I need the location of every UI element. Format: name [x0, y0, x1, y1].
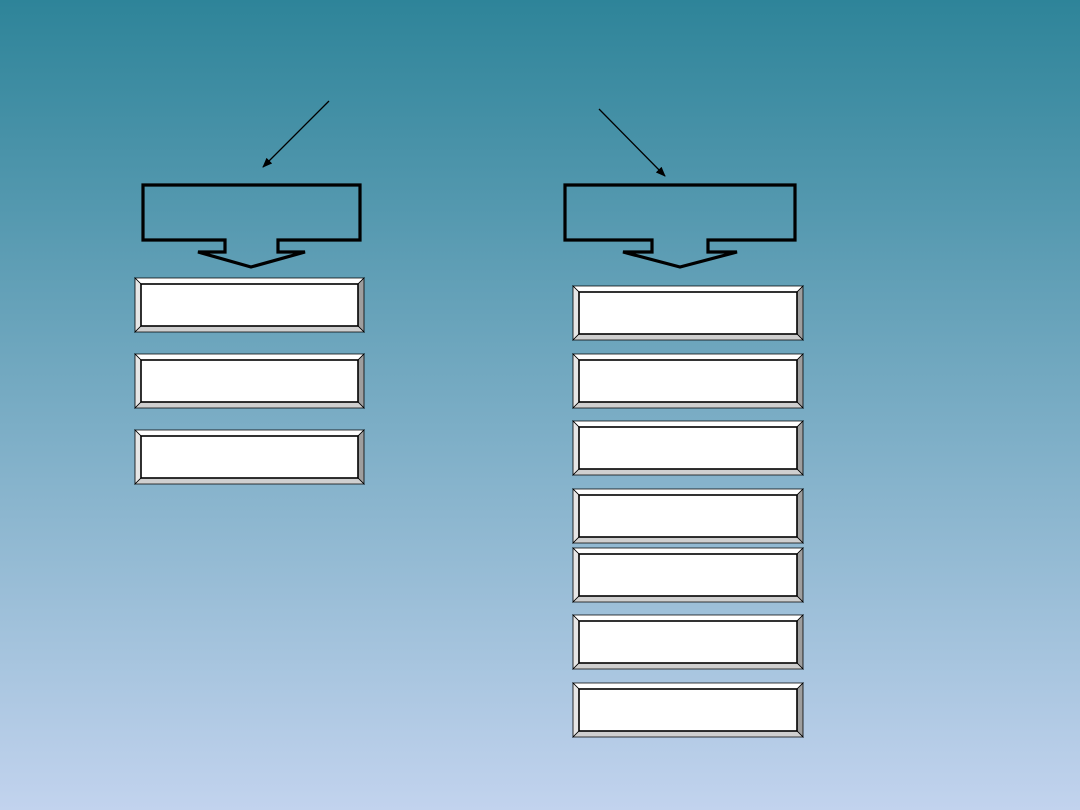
bevel-right	[357, 353, 365, 409]
bevel-left	[572, 682, 580, 738]
bevel-face	[140, 283, 359, 327]
bevel-right	[796, 353, 804, 409]
bevel-face	[578, 291, 798, 335]
bevel-top	[572, 682, 804, 690]
right-pointer-arrow	[598, 108, 666, 177]
right-header-callout-shape	[563, 183, 797, 269]
left-pointer-arrow	[262, 100, 330, 168]
bevel-right	[796, 547, 804, 603]
bevel-face	[578, 620, 798, 664]
bevel-box	[572, 488, 804, 544]
bevel-right	[357, 277, 365, 333]
bevel-right	[796, 285, 804, 341]
left-header-callout	[141, 183, 362, 269]
bevel-right	[796, 420, 804, 476]
bevel-left	[134, 277, 142, 333]
left-header-callout-shape	[141, 183, 362, 269]
bevel-right	[796, 614, 804, 670]
bevel-bottom	[572, 730, 804, 738]
bevel-right	[357, 429, 365, 485]
bevel-top	[572, 420, 804, 428]
bevel-box	[134, 353, 365, 409]
bevel-right	[796, 488, 804, 544]
bevel-box	[572, 353, 804, 409]
bevel-bottom	[572, 468, 804, 476]
bevel-left	[572, 420, 580, 476]
bevel-face	[140, 359, 359, 403]
bevel-top	[134, 429, 365, 437]
bevel-top	[572, 614, 804, 622]
bevel-left	[572, 353, 580, 409]
bevel-box	[572, 682, 804, 738]
right-item-list	[572, 285, 804, 738]
bevel-top	[572, 285, 804, 293]
bevel-face	[140, 435, 359, 479]
bevel-box	[572, 285, 804, 341]
bevel-top	[572, 547, 804, 555]
bevel-face	[578, 688, 798, 732]
bevel-box	[572, 547, 804, 603]
bevel-left	[572, 285, 580, 341]
bevel-left	[572, 547, 580, 603]
bevel-bottom	[572, 595, 804, 603]
bevel-box	[134, 429, 365, 485]
bevel-bottom	[134, 325, 365, 333]
bevel-bottom	[134, 401, 365, 409]
left-item-list	[134, 277, 365, 485]
bevel-top	[134, 277, 365, 285]
bevel-box	[572, 420, 804, 476]
bevel-left	[134, 429, 142, 485]
bevel-bottom	[572, 536, 804, 544]
bevel-left	[572, 614, 580, 670]
bevel-top	[572, 488, 804, 496]
bevel-face	[578, 553, 798, 597]
bevel-face	[578, 494, 798, 538]
bevel-bottom	[572, 333, 804, 341]
bevel-box	[134, 277, 365, 333]
bevel-top	[134, 353, 365, 361]
bevel-bottom	[572, 662, 804, 670]
bevel-left	[572, 488, 580, 544]
bevel-face	[578, 426, 798, 470]
bevel-left	[134, 353, 142, 409]
bevel-top	[572, 353, 804, 361]
bevel-right	[796, 682, 804, 738]
bevel-face	[578, 359, 798, 403]
bevel-bottom	[134, 477, 365, 485]
bevel-bottom	[572, 401, 804, 409]
bevel-box	[572, 614, 804, 670]
right-header-callout	[563, 183, 797, 269]
